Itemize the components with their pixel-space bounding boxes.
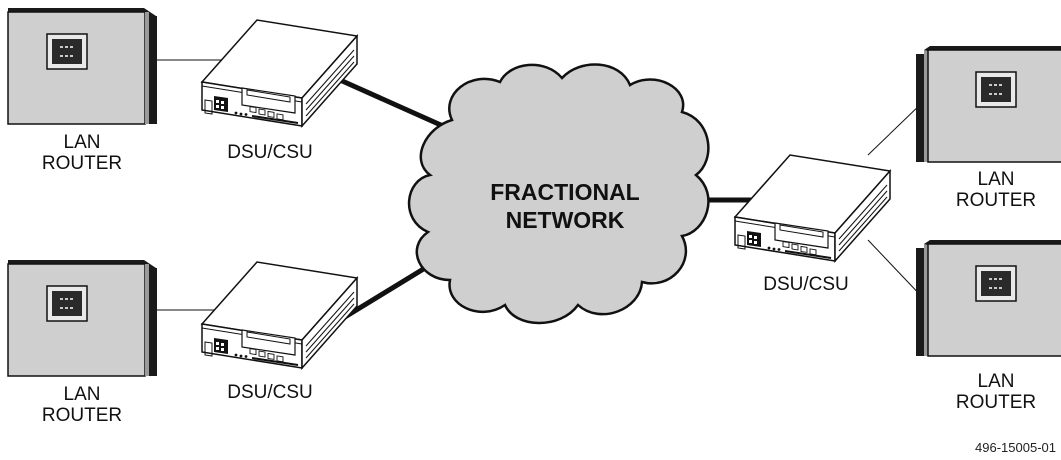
wan-link-tl — [338, 77, 454, 133]
router-label-bl-line2: ROUTER — [42, 405, 122, 426]
lan-router-top-right — [915, 45, 1061, 163]
dsu-csu-right — [734, 154, 891, 262]
router-label-tl-line2: ROUTER — [42, 153, 122, 174]
dsu-csu-label-r: DSU/CSU — [763, 274, 849, 295]
lan-router-bottom-right — [915, 239, 1061, 357]
figure-id: 496-15005-01 — [975, 440, 1056, 455]
router-label-bl-line1: LAN — [64, 384, 101, 405]
router-label-tr-line2: ROUTER — [956, 190, 1036, 211]
lan-router-bottom-left — [7, 259, 158, 377]
dsu-csu-bottom-left — [201, 261, 358, 369]
cloud-label-line1: FRACTIONAL — [490, 179, 639, 205]
router-label-tr-line1: LAN — [978, 169, 1015, 190]
router-label-tl-line1: LAN — [64, 132, 101, 153]
lan-router-top-left — [7, 7, 158, 125]
cloud-label-line2: NETWORK — [506, 207, 625, 233]
dsu-csu-top-left — [201, 19, 358, 127]
wan-link-bl — [338, 262, 432, 323]
link-router-tr — [867, 99, 926, 156]
dsu-csu-label-tl: DSU/CSU — [227, 142, 313, 163]
router-label-br-line1: LAN — [978, 371, 1015, 392]
fractional-network-cloud — [407, 63, 710, 325]
link-router-br — [867, 239, 926, 301]
dsu-csu-label-bl: DSU/CSU — [227, 382, 313, 403]
router-label-br-line2: ROUTER — [956, 392, 1036, 413]
